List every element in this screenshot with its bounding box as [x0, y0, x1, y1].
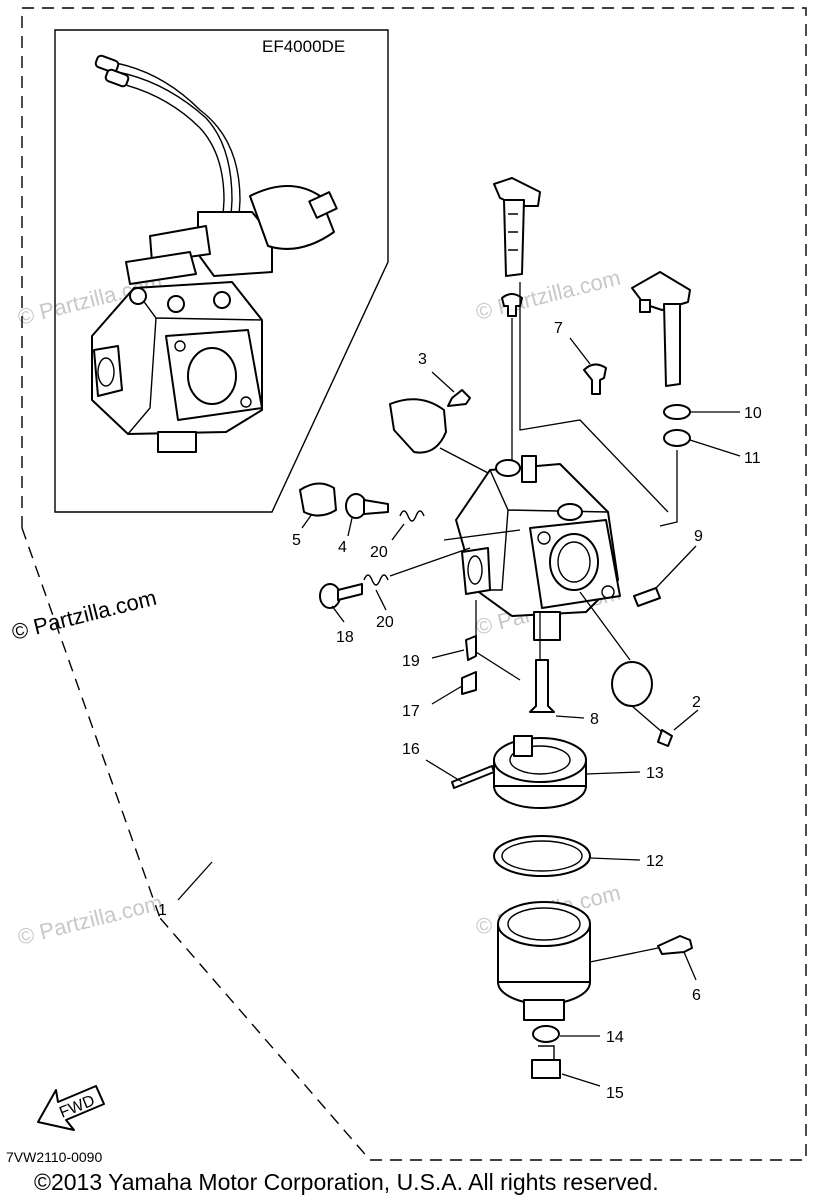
watermark-faint: © Partzilla.com — [473, 265, 623, 325]
inset-title: EF4000DE — [262, 37, 345, 56]
diagram-code: 7VW2110-0090 — [6, 1149, 102, 1165]
main-jet-8 — [529, 659, 555, 713]
watermark-main: © Partzilla.com — [9, 585, 159, 645]
callout-17: 17 — [402, 703, 420, 720]
callout-9: 9 — [694, 528, 703, 545]
jet-9 — [633, 587, 661, 607]
callout-4: 4 — [338, 539, 347, 556]
screw-6 — [657, 935, 693, 955]
spring-20-lower — [363, 574, 389, 586]
assembly-boundary — [21, 7, 807, 1161]
copyright-notice: ©2013 Yamaha Motor Corporation, U.S.A. A… — [34, 1169, 659, 1195]
callout-15: 15 — [606, 1085, 624, 1102]
float-plate — [611, 661, 653, 707]
callout-2: 2 — [692, 694, 701, 711]
inset-carburetor-drawing — [91, 54, 338, 453]
pilot-screw-7 — [583, 363, 607, 395]
callouts: 1 2 3 4 5 6 7 8 9 10 11 12 — [158, 320, 762, 1102]
float-bowl — [497, 901, 591, 1021]
throttle-valve-screw — [501, 293, 523, 317]
float-needle-19 — [465, 635, 477, 661]
carburetor-body — [455, 455, 621, 641]
watermark-faint: © Partzilla.com — [15, 890, 165, 950]
callout-11: 11 — [744, 450, 761, 467]
callout-12: 12 — [646, 853, 664, 870]
spring-20-upper — [399, 510, 425, 522]
choke-shaft — [631, 271, 691, 387]
cap-5 — [299, 482, 337, 517]
fwd-arrow-icon: FWD — [37, 1085, 105, 1131]
callout-1: 1 — [158, 902, 167, 919]
gasket-12 — [493, 835, 591, 877]
float-13 — [493, 735, 587, 809]
screw-3 — [447, 389, 471, 407]
inset-frame — [54, 29, 389, 513]
callout-10: 10 — [744, 405, 762, 422]
callout-19: 19 — [402, 653, 420, 670]
washer-10 — [663, 404, 691, 420]
throttle-shaft — [493, 177, 541, 277]
callout-8: 8 — [590, 711, 599, 728]
callout-13: 13 — [646, 765, 664, 782]
float-pin-16 — [451, 765, 495, 789]
callout-5: 5 — [292, 532, 301, 549]
callout-3: 3 — [418, 351, 427, 368]
callout-20-lower: 20 — [376, 614, 394, 631]
clip-17 — [461, 671, 477, 695]
drain-bolt-15 — [531, 1059, 561, 1079]
screw-shaft-18 — [337, 583, 363, 601]
callout-7: 7 — [554, 320, 563, 337]
callout-14: 14 — [606, 1029, 624, 1046]
washer-14 — [532, 1025, 560, 1043]
screw-shaft-4 — [363, 499, 389, 515]
choke-plate — [389, 398, 447, 454]
callout-20-upper: 20 — [370, 544, 388, 561]
washer-11 — [663, 429, 691, 447]
callout-6: 6 — [692, 987, 701, 1004]
callout-16: 16 — [402, 741, 420, 758]
screw-2 — [657, 729, 673, 747]
callout-18: 18 — [336, 629, 354, 646]
